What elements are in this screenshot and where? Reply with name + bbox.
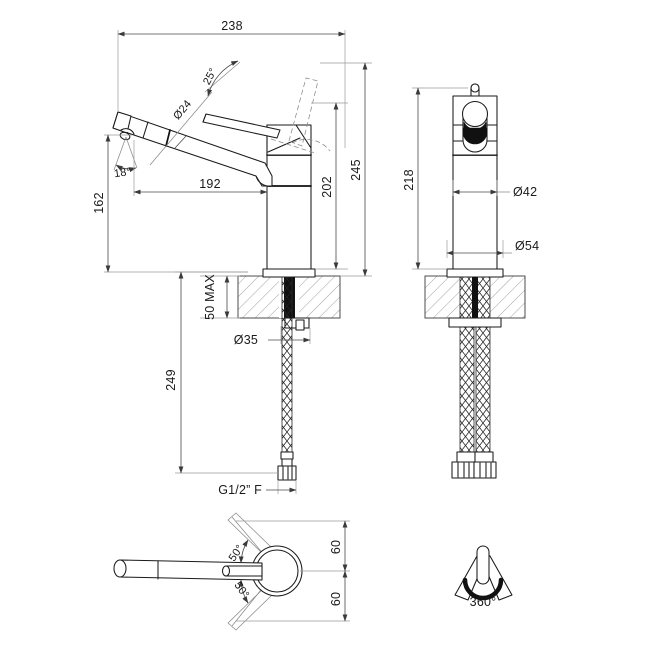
dimension-thread-g12f: G1/2” F xyxy=(218,481,297,497)
dimension-label-218: 218 xyxy=(402,169,416,190)
dimension-label-238: 238 xyxy=(221,19,242,33)
body-ring-top xyxy=(251,545,303,597)
dimension-18deg: 18° xyxy=(113,136,138,180)
dimension-25deg: 25° xyxy=(201,60,241,97)
dimension-238: 238 xyxy=(117,19,346,148)
dimension-label-dia42: Ø42 xyxy=(513,185,537,199)
dimension-50deg-upper: 50° xyxy=(227,539,249,564)
dimension-50max: 50 MAX xyxy=(200,274,240,320)
dimension-label-60-lower: 60 xyxy=(329,592,343,606)
dimension-60-lower: 60 xyxy=(236,570,350,622)
faucet-body-column-side xyxy=(266,154,312,270)
handle-lever-front xyxy=(470,83,480,97)
side-elevation-view: 238 25° Ø24 18° xyxy=(92,19,372,497)
dimension-label-dia35: Ø35 xyxy=(234,333,258,347)
dimension-label-249: 249 xyxy=(164,369,178,390)
dimension-label-dia24: Ø24 xyxy=(171,98,194,122)
dimension-218: 218 xyxy=(402,87,468,270)
rotation-symbol-label: 360° xyxy=(470,595,497,609)
dimension-dia54: Ø54 xyxy=(446,239,539,258)
base-escutcheon-side xyxy=(262,268,316,278)
dimension-60-upper: 60 xyxy=(236,520,350,572)
supply-hose-side xyxy=(277,276,310,481)
dimension-label-162: 162 xyxy=(92,192,106,213)
dimension-249: 249 xyxy=(164,271,278,474)
dimension-label-60-upper: 60 xyxy=(329,540,343,554)
base-escutcheon-front xyxy=(446,268,504,278)
dimension-label-245: 245 xyxy=(349,159,363,180)
dimension-label-25deg: 25° xyxy=(201,66,220,87)
dimension-dia35: Ø35 xyxy=(234,326,311,347)
handle-lever-side xyxy=(202,113,281,139)
spout-head-side xyxy=(112,111,135,141)
dimension-label-192: 192 xyxy=(199,177,220,191)
handle-alternate-position-ghost xyxy=(270,77,331,154)
supply-hose-front xyxy=(448,276,502,479)
dimension-label-202: 202 xyxy=(320,176,334,197)
front-elevation-view: 218 Ø42 Ø54 xyxy=(402,83,539,479)
top-plan-view: 50° 50° 60 60 xyxy=(113,512,350,631)
spout-rotation-symbol: 360° xyxy=(454,545,513,609)
dimension-245: 245 xyxy=(320,62,372,277)
spout-arm-top xyxy=(113,559,263,581)
dimension-label-18deg: 18° xyxy=(113,166,132,180)
lever-housing-front xyxy=(452,95,498,156)
dimension-label-50max: 50 MAX xyxy=(203,274,217,320)
dimension-202: 202 xyxy=(311,102,348,270)
dimension-label-50deg-lower: 50° xyxy=(232,580,252,601)
faucet-body-column-front xyxy=(452,154,498,270)
dimension-label-50deg-upper: 50° xyxy=(227,543,247,564)
dimension-label-thread: G1/2” F xyxy=(218,483,262,497)
dimension-dia42: Ø42 xyxy=(452,180,537,199)
dimension-label-dia54: Ø54 xyxy=(515,239,539,253)
dimension-50deg-lower: 50° xyxy=(232,579,252,604)
dimension-192: 192 xyxy=(133,140,268,197)
